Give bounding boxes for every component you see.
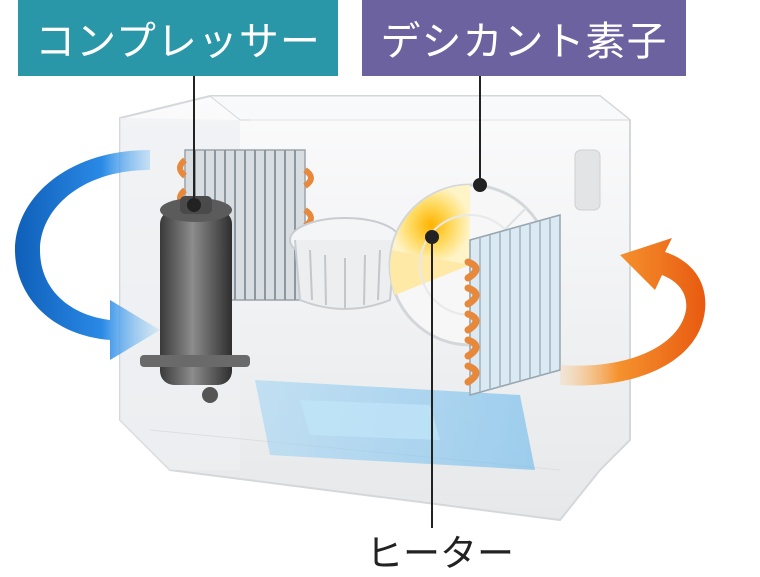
handle-slot (574, 149, 601, 211)
heater-label: ヒーター (366, 532, 514, 575)
fan-unit (289, 217, 401, 310)
compressor-leader-dot (187, 198, 201, 212)
condenser-coil (464, 214, 561, 396)
leader-lines (187, 76, 487, 528)
water-tank (255, 380, 535, 470)
blue-airflow-arrow-icon (15, 150, 160, 360)
heater-leader-dot (425, 230, 439, 244)
orange-airflow-arrow-icon (560, 238, 706, 386)
desiccant-leader-dot (473, 178, 487, 192)
compressor-label: コンプレッサー (18, 0, 338, 76)
desiccant-label: デシカント素子 (362, 0, 686, 76)
